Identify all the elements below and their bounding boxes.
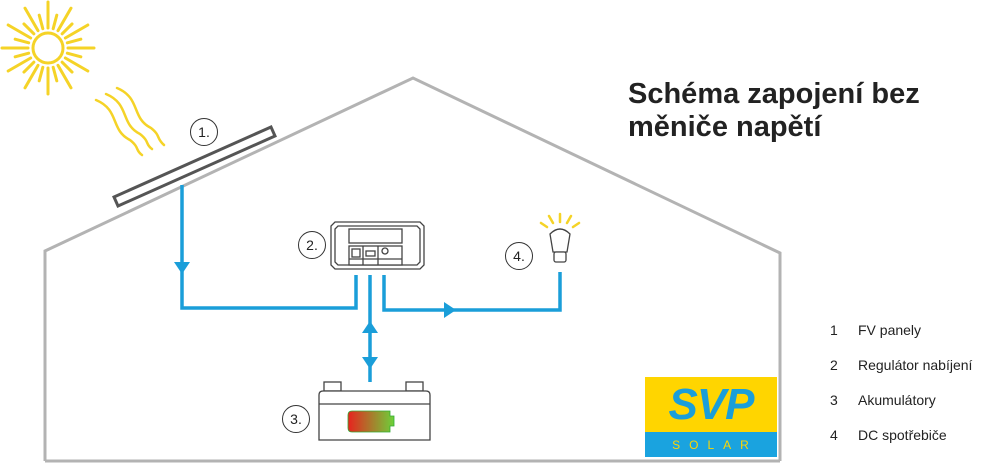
legend-number: 1 — [830, 322, 838, 338]
logo-word: SVP — [668, 379, 754, 429]
arrow-up-icon — [362, 321, 378, 333]
title-line-1: Schéma zapojení bez — [628, 78, 920, 110]
sun-ray — [51, 65, 59, 83]
sun-ray — [6, 23, 33, 40]
legend-item: 3 Akumulátory — [830, 392, 972, 427]
wire-regulator-to-load — [382, 272, 562, 312]
battery-icon — [318, 381, 431, 441]
sun-ray — [13, 37, 31, 45]
legend-number: 2 — [830, 357, 838, 373]
sun-ray — [22, 60, 36, 74]
legend-label: Akumulátory — [858, 392, 936, 408]
legend-number: 3 — [830, 392, 838, 408]
callout-3: 3. — [282, 405, 310, 433]
wire-panel-to-regulator — [180, 185, 358, 310]
arrow-right-icon — [444, 302, 456, 318]
callout-2: 2. — [298, 231, 326, 259]
legend-label: Regulátor nabíjení — [858, 357, 973, 373]
sun-ray — [60, 60, 74, 74]
svp-solar-logo: SVP SOLAR — [645, 377, 777, 457]
solar-panel-icon — [112, 125, 277, 208]
sun-ray — [65, 51, 83, 59]
sun-ray — [23, 6, 40, 33]
sun-icon — [0, 0, 96, 96]
sun-ray — [51, 13, 59, 31]
legend-label: DC spotřebiče — [858, 427, 947, 443]
charge-indicator-icon — [347, 410, 395, 433]
legend-label: FV panely — [858, 322, 922, 338]
sun-ray — [60, 22, 74, 36]
legend: 1 FV panely 2 Regulátor nabíjení 3 Akumulát… — [830, 322, 972, 462]
arrow-down-icon — [362, 357, 378, 369]
legend-item: 1 FV panely — [830, 322, 972, 357]
wires — [180, 185, 562, 382]
sun-ray — [37, 13, 45, 31]
legend-number: 4 — [830, 427, 838, 443]
logo-sub: SOLAR — [645, 432, 777, 457]
sunlight-waves-icon — [94, 86, 166, 157]
sun-ray — [65, 37, 83, 45]
arrows — [174, 262, 456, 369]
light-bulb-icon — [539, 212, 581, 263]
callout-1: 1. — [190, 118, 218, 146]
sun-ray — [6, 56, 33, 73]
arrow-down-icon — [174, 262, 190, 274]
diagram-title: Schéma zapojení bez měniče napětí — [628, 78, 920, 144]
sun-ray — [22, 22, 36, 36]
sun-ray — [56, 63, 73, 90]
sun-ray — [56, 6, 73, 33]
charge-regulator-icon — [330, 221, 425, 270]
house-outline — [43, 76, 782, 461]
legend-item: 2 Regulátor nabíjení — [830, 357, 972, 392]
sun-ray — [13, 51, 31, 59]
legend-item: 4 DC spotřebiče — [830, 427, 972, 462]
sun-ray — [63, 56, 90, 73]
callout-4: 4. — [505, 242, 533, 270]
sun-ray — [37, 65, 45, 83]
title-line-2: měniče napětí — [628, 111, 822, 143]
sun-ray — [23, 63, 40, 90]
sun-ray — [63, 23, 90, 40]
